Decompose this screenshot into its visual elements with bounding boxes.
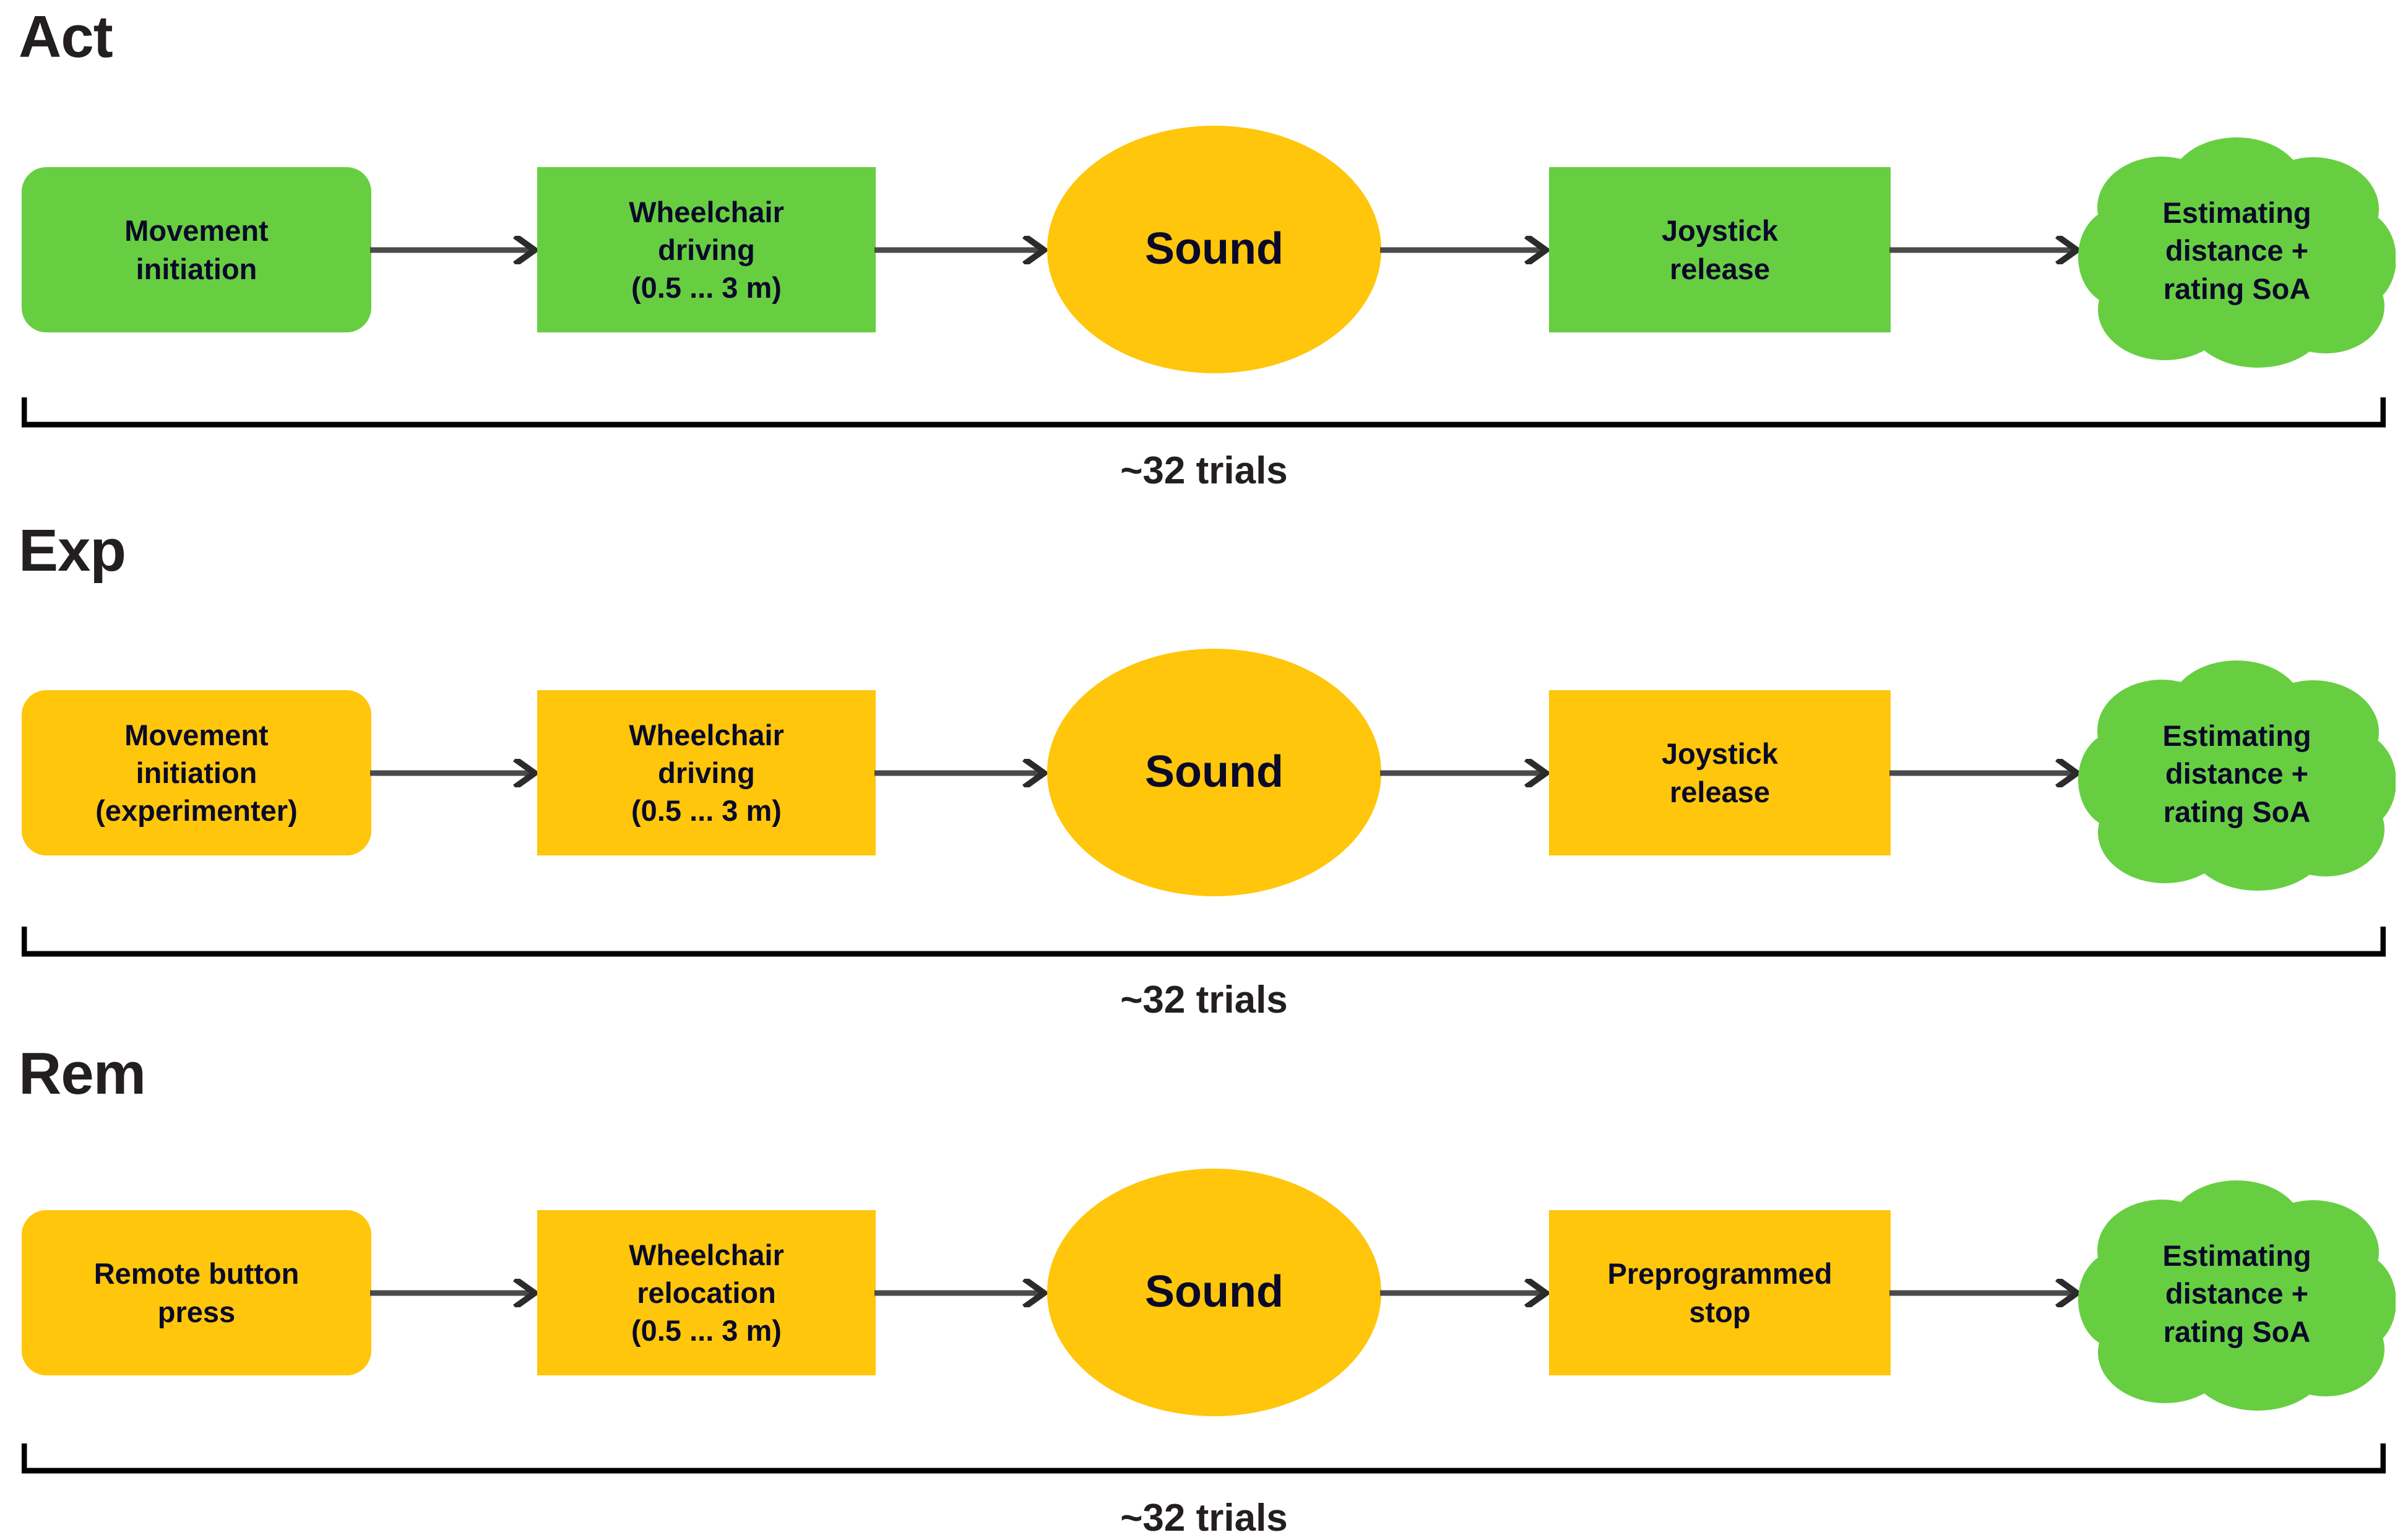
arrow-connector-1	[370, 236, 540, 264]
condition-title-exp: Exp	[19, 517, 126, 584]
condition-block-rem: Rem Remote button press Wheelchair reloc…	[0, 1037, 2408, 1540]
arrow-connector-2	[874, 759, 1050, 787]
cloud-shape-icon	[2078, 660, 2396, 891]
node-label: Movement initiation	[124, 214, 269, 285]
trials-bracket-act	[22, 396, 2386, 428]
node-joystick-release[interactable]: Joystick release	[1549, 167, 1891, 332]
node-estimating-distance-rating-soa[interactable]: Estimating distance + rating SoA	[2078, 1173, 2396, 1414]
node-label: Estimating distance + rating SoA	[2162, 1239, 2311, 1348]
flow-row-rem: Remote button press Wheelchair relocatio…	[0, 1157, 2408, 1448]
node-estimating-distance-rating-soa[interactable]: Estimating distance + rating SoA	[2078, 130, 2396, 371]
condition-title-rem: Rem	[19, 1040, 146, 1107]
node-label: Preprogrammed stop	[1607, 1257, 1832, 1328]
arrow-connector-4	[1889, 759, 2082, 787]
flow-row-act: Movement initiation Wheelchair driving (…	[0, 115, 2408, 405]
trials-count-label-act: ~32 trials	[1120, 449, 1288, 492]
node-wheelchair-driving[interactable]: Wheelchair driving (0.5 ... 3 m)	[537, 167, 876, 332]
node-label: Estimating distance + rating SoA	[2162, 196, 2311, 305]
arrow-connector-3	[1380, 1279, 1551, 1307]
trials-bracket-rem	[22, 1442, 2386, 1474]
flow-row-exp: Movement initiation (experimenter) Wheel…	[0, 638, 2408, 928]
trials-count-label-exp: ~32 trials	[1120, 979, 1288, 1021]
arrow-connector-2	[874, 236, 1050, 264]
node-wheelchair-driving[interactable]: Wheelchair driving (0.5 ... 3 m)	[537, 690, 876, 855]
condition-block-act: Act Movement initiation Wheelchair drivi…	[0, 0, 2408, 514]
arrow-connector-4	[1889, 1279, 2082, 1307]
node-label: Estimating distance + rating SoA	[2162, 719, 2311, 828]
node-sound[interactable]: Sound	[1047, 1169, 1381, 1416]
node-preprogrammed-stop[interactable]: Preprogrammed stop	[1549, 1210, 1891, 1375]
node-movement-initiation-experimenter[interactable]: Movement initiation (experimenter)	[22, 690, 371, 855]
trials-count-label-rem: ~32 trials	[1120, 1497, 1288, 1539]
node-remote-button-press[interactable]: Remote button press	[22, 1210, 371, 1375]
arrow-connector-1	[370, 759, 540, 787]
node-label: Wheelchair relocation (0.5 ... 3 m)	[629, 1238, 784, 1348]
cloud-shape-icon	[2078, 1180, 2396, 1411]
trials-bracket-exp	[22, 925, 2386, 958]
node-label: Wheelchair driving (0.5 ... 3 m)	[629, 718, 784, 828]
cloud-shape-icon	[2078, 137, 2396, 368]
node-label: Sound	[1145, 1267, 1284, 1317]
node-joystick-release[interactable]: Joystick release	[1549, 690, 1891, 855]
node-label: Sound	[1145, 224, 1284, 274]
node-sound[interactable]: Sound	[1047, 649, 1381, 896]
node-estimating-distance-rating-soa[interactable]: Estimating distance + rating SoA	[2078, 653, 2396, 894]
arrow-connector-3	[1380, 236, 1551, 264]
node-sound[interactable]: Sound	[1047, 126, 1381, 373]
node-label: Wheelchair driving (0.5 ... 3 m)	[629, 195, 784, 305]
node-label: Joystick release	[1661, 214, 1779, 285]
condition-title-act: Act	[19, 4, 113, 70]
node-wheelchair-relocation[interactable]: Wheelchair relocation (0.5 ... 3 m)	[537, 1210, 876, 1375]
node-label: Sound	[1145, 747, 1284, 797]
node-movement-initiation[interactable]: Movement initiation	[22, 167, 371, 332]
node-label: Movement initiation (experimenter)	[95, 718, 298, 828]
node-label: Remote button press	[93, 1257, 300, 1328]
arrow-connector-2	[874, 1279, 1050, 1307]
node-label: Joystick release	[1661, 737, 1779, 808]
arrow-connector-3	[1380, 759, 1551, 787]
arrow-connector-1	[370, 1279, 540, 1307]
condition-block-exp: Exp Movement initiation (experimenter) W…	[0, 514, 2408, 1037]
arrow-connector-4	[1889, 236, 2082, 264]
